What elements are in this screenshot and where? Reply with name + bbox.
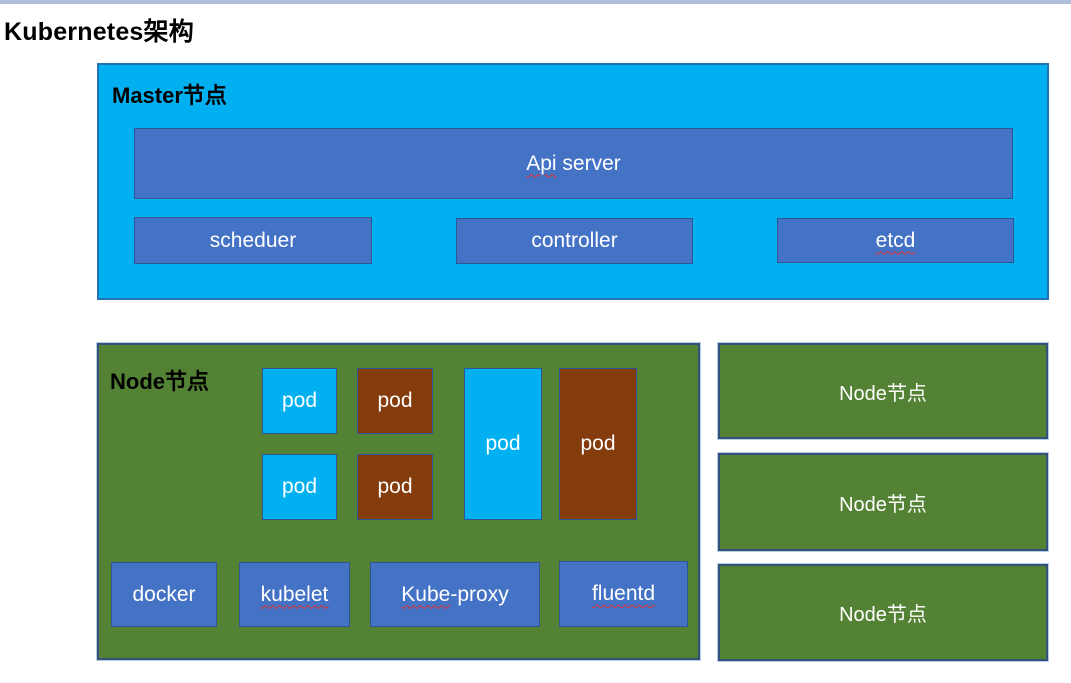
pod-box: pod: [262, 454, 337, 520]
scheduler-label: scheduer: [209, 228, 297, 252]
node-main-box: Node节点 pod pod pod pod pod pod docker ku…: [96, 342, 701, 661]
page-title: Kubernetes架构: [4, 18, 194, 46]
pod-box: pod: [357, 368, 433, 434]
pod-label: pod: [281, 475, 318, 498]
fluentd-box: fluentd: [559, 561, 688, 627]
pod-box: pod: [262, 368, 337, 434]
top-divider-line: [0, 0, 1071, 4]
kube-proxy-label-rest: -proxy: [450, 582, 509, 606]
pod-box-tall: pod: [464, 368, 542, 520]
controller-box: controller: [456, 218, 693, 264]
pod-box-tall: pod: [559, 368, 637, 520]
docker-box: docker: [111, 562, 217, 627]
etcd-box: etcd: [777, 218, 1014, 263]
master-node-box: Master节点 Api server scheduer controller …: [97, 63, 1049, 300]
kube-proxy-label-misspelled: Kube: [401, 582, 451, 606]
controller-label: controller: [531, 229, 618, 252]
kube-proxy-box: Kube-proxy: [370, 562, 540, 627]
fluentd-label-misspelled: fluentd: [591, 582, 656, 605]
pod-label: pod: [580, 432, 616, 455]
node-box: Node节点: [717, 342, 1049, 440]
node-box: Node节点: [717, 563, 1049, 662]
pod-label: pod: [377, 475, 413, 498]
pod-box: pod: [357, 454, 433, 520]
docker-label: docker: [132, 582, 196, 606]
master-node-label: Master节点: [112, 83, 227, 108]
pod-label: pod: [281, 389, 318, 412]
node-main-label: Node节点: [110, 369, 210, 394]
kubelet-box: kubelet: [239, 562, 350, 627]
node-label: Node节点: [839, 493, 927, 516]
scheduler-box: scheduer: [134, 217, 372, 264]
kubelet-label-misspelled: kubelet: [260, 582, 329, 606]
etcd-label-misspelled: etcd: [875, 228, 916, 252]
api-server-box: Api server: [134, 128, 1013, 199]
api-server-label-misspelled: Api: [526, 151, 557, 175]
node-box: Node节点: [717, 452, 1049, 552]
pod-label: pod: [377, 389, 413, 412]
api-server-label-rest: server: [556, 151, 621, 175]
node-label: Node节点: [839, 382, 927, 405]
node-label: Node节点: [839, 604, 927, 626]
pod-label: pod: [485, 432, 521, 455]
